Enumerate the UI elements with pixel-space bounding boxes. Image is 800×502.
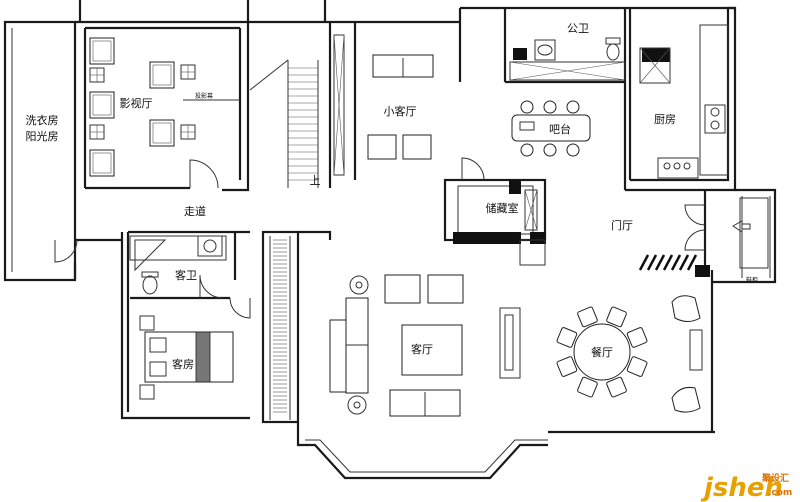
guest-bed bbox=[139, 315, 234, 400]
watermark-site: jsheh bbox=[700, 473, 783, 502]
hatch-stripe bbox=[686, 254, 698, 271]
label-dining: 餐厅 bbox=[591, 345, 613, 359]
bar-stool bbox=[566, 100, 580, 114]
guest-wc-fixtures bbox=[134, 235, 223, 295]
room-labels: 洗衣房 阳光房 影视厅 投影幕 小客厅 公卫 吧台 厨房 走道 储藏室 门厅 客… bbox=[26, 22, 759, 371]
small-living-sofa bbox=[367, 54, 434, 160]
theater-chairs bbox=[89, 37, 175, 177]
theater-chair bbox=[89, 37, 115, 65]
entry-step-hatch bbox=[638, 254, 698, 271]
watermark-domain: .com bbox=[768, 488, 792, 498]
label-storage: 储藏室 bbox=[486, 201, 519, 215]
watermark-brand: 聚设汇 bbox=[761, 472, 789, 484]
dining-chair bbox=[606, 306, 627, 328]
label-public-wc: 公卫 bbox=[567, 22, 589, 35]
label-shoe-cabinet: 鞋柜 bbox=[746, 276, 758, 284]
dining-chairs bbox=[556, 306, 648, 398]
hatch-stripe bbox=[662, 254, 674, 271]
label-projector-screen: 投影幕 bbox=[195, 92, 213, 100]
label-kitchen: 厨房 bbox=[654, 113, 676, 126]
wardrobe-hangers bbox=[273, 239, 287, 413]
dining-chair bbox=[556, 327, 578, 348]
dining-chair bbox=[577, 306, 598, 328]
label-theater: 影视厅 bbox=[120, 96, 153, 110]
staircase bbox=[288, 67, 318, 181]
bar-stool bbox=[543, 143, 557, 157]
dining-table bbox=[573, 323, 631, 381]
hatch-stripe bbox=[646, 254, 658, 271]
doors bbox=[54, 157, 706, 319]
label-guest-wc: 客卫 bbox=[175, 268, 197, 282]
theater-chair bbox=[149, 61, 175, 89]
watermark-logo: jsheh 聚设汇 .com bbox=[700, 472, 792, 502]
theater-chair bbox=[149, 119, 175, 147]
dining-chair bbox=[626, 356, 648, 377]
bar-stool bbox=[543, 100, 557, 114]
theater-side-tables bbox=[89, 64, 196, 140]
dining-chair bbox=[606, 376, 627, 398]
label-laundry: 洗衣房 bbox=[26, 113, 59, 127]
kitchen-fixtures bbox=[663, 104, 726, 170]
label-sunroom: 阳光房 bbox=[26, 129, 59, 143]
public-wc-fixtures bbox=[534, 37, 621, 61]
label-corridor: 走道 bbox=[184, 204, 206, 218]
hatch-stripe bbox=[638, 254, 650, 271]
label-small-living: 小客厅 bbox=[384, 104, 417, 118]
label-guest-room: 客房 bbox=[172, 357, 194, 371]
label-foyer: 门厅 bbox=[611, 218, 633, 232]
cabinets bbox=[129, 24, 769, 269]
bar-stool bbox=[520, 143, 534, 157]
dining-chair bbox=[626, 327, 648, 348]
label-bar: 吧台 bbox=[549, 122, 571, 136]
bar-stool bbox=[566, 143, 580, 157]
living-room-furniture bbox=[329, 274, 521, 417]
dining-lounge-chairs bbox=[671, 295, 703, 413]
entry-arrow-icon bbox=[732, 220, 751, 233]
bar-stools bbox=[520, 100, 580, 157]
hatch-stripe bbox=[678, 254, 690, 271]
dining-chair bbox=[556, 356, 578, 377]
label-stair-up: 上 bbox=[310, 174, 321, 187]
hatch-stripe bbox=[654, 254, 666, 271]
bar-stool bbox=[520, 100, 534, 114]
dining-chair bbox=[577, 376, 598, 398]
label-living-room: 客厅 bbox=[411, 342, 433, 356]
theater-chair bbox=[89, 91, 115, 119]
hatch-stripe bbox=[670, 254, 682, 271]
theater-chair bbox=[89, 149, 115, 177]
bar-counter bbox=[511, 114, 591, 142]
